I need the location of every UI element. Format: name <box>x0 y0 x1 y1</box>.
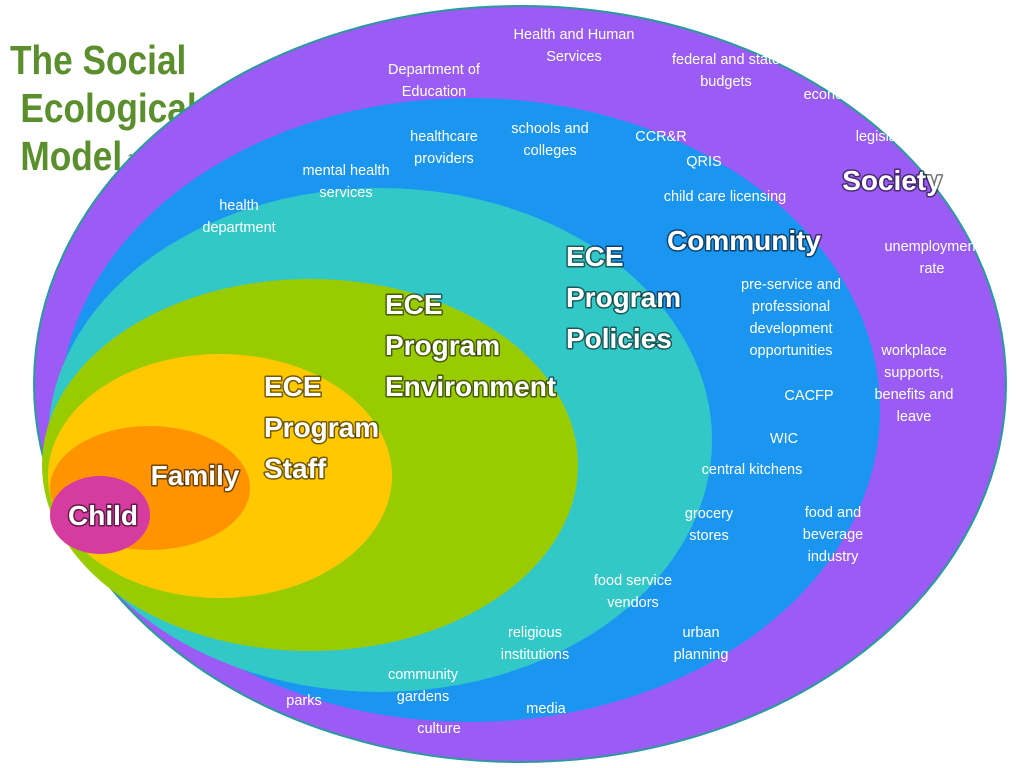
community-factor-2: CCR&R <box>635 129 687 145</box>
society-factor-9: media <box>526 701 566 717</box>
community-factor-14: parks <box>286 693 321 709</box>
society-factor-2: economy <box>804 87 864 103</box>
level-label-society: Society <box>842 165 942 196</box>
diagram-title: The Social Ecological Model1, 2 <box>10 36 197 180</box>
level-label-environment-2: Program <box>385 330 500 361</box>
level-label-policies-3: Policies <box>566 323 672 354</box>
society-factor-10: culture <box>417 721 461 737</box>
ring-child <box>50 476 150 554</box>
level-label-child: Child <box>68 500 138 531</box>
community-factor-8: WIC <box>770 431 798 447</box>
level-label-policies-2: Program <box>566 282 681 313</box>
society-factor-4: legislation <box>856 129 921 145</box>
community-factor-7: CACFP <box>784 388 833 404</box>
level-label-community: Community <box>667 225 821 256</box>
level-label-staff-2: Program <box>264 412 379 443</box>
community-factor-3: QRIS <box>686 154 721 170</box>
level-label-staff-3: Staff <box>264 453 327 484</box>
level-label-family: Family <box>151 460 240 491</box>
level-label-staff-1: ECE <box>264 371 322 402</box>
title-line-1: The Social <box>10 37 187 83</box>
title-line-3: Model <box>20 133 123 179</box>
level-label-environment-3: Environment <box>385 371 556 402</box>
level-label-policies-1: ECE <box>566 241 624 272</box>
level-label-environment-1: ECE <box>385 289 443 320</box>
community-factor-4: child care licensing <box>664 189 787 205</box>
community-factor-9: central kitchens <box>702 462 803 478</box>
